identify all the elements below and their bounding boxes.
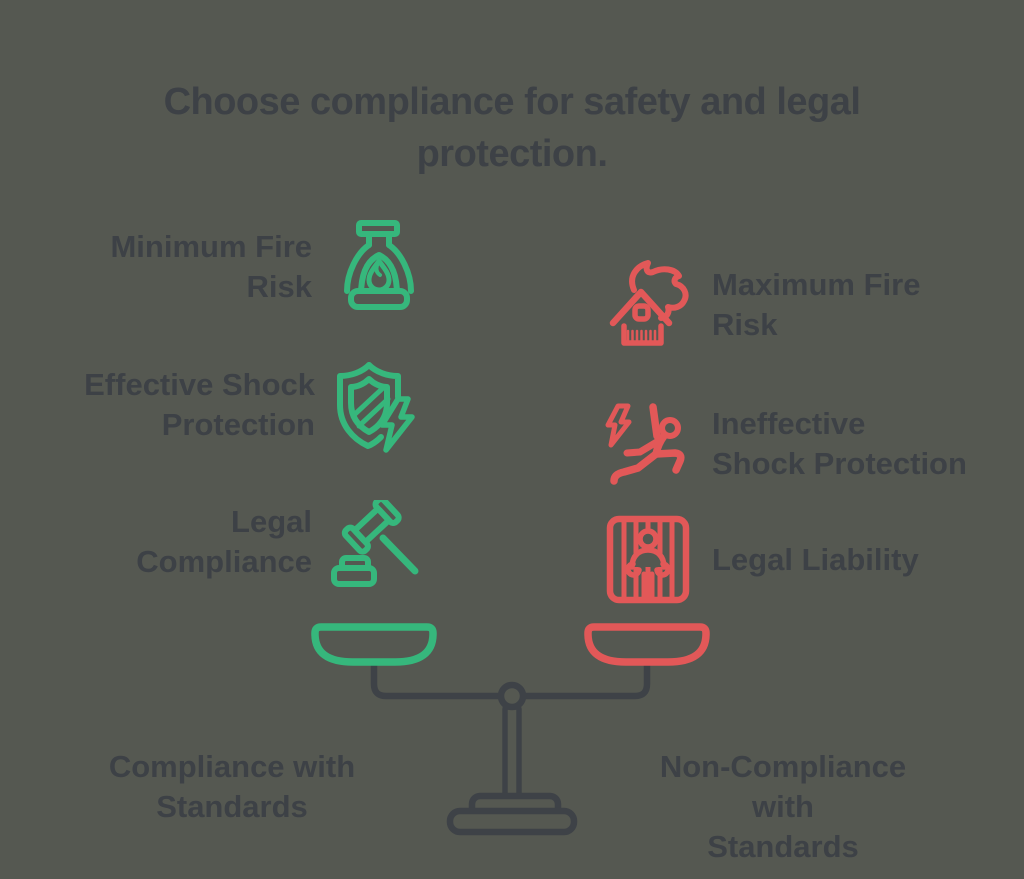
label-compliance-with-standards: Compliance with Standards: [108, 749, 356, 824]
burning-house-icon: [609, 260, 689, 346]
page-title: Choose compliance for safety and legal p…: [163, 81, 861, 175]
falling-person-shock-icon: [605, 403, 685, 485]
label-maximum-fire-risk: Maximum Fire Risk: [712, 267, 921, 342]
prison-bars-icon: [606, 515, 690, 604]
label-minimum-fire-risk: Minimum Fire Risk: [110, 229, 312, 304]
balance-scale: [311, 623, 710, 836]
label-effective-shock-protection: Effective Shock Protection: [84, 367, 315, 442]
lantern-fire-icon: [344, 220, 414, 310]
label-ineffective-shock-protection: Ineffective Shock Protection: [712, 406, 967, 481]
gavel-icon: [331, 500, 419, 587]
label-legal-liability: Legal Liability: [712, 542, 919, 577]
scale-pan-left: [311, 623, 437, 666]
scale-pole: [502, 704, 522, 802]
scale-pan-right: [584, 623, 710, 666]
scale-base-lower: [446, 807, 578, 836]
shield-lightning-icon: [337, 362, 415, 453]
scale-pivot: [497, 681, 527, 711]
label-non-compliance-with-standards: Non-Compliance with Standards: [659, 749, 907, 864]
label-legal-compliance: Legal Compliance: [136, 504, 312, 579]
